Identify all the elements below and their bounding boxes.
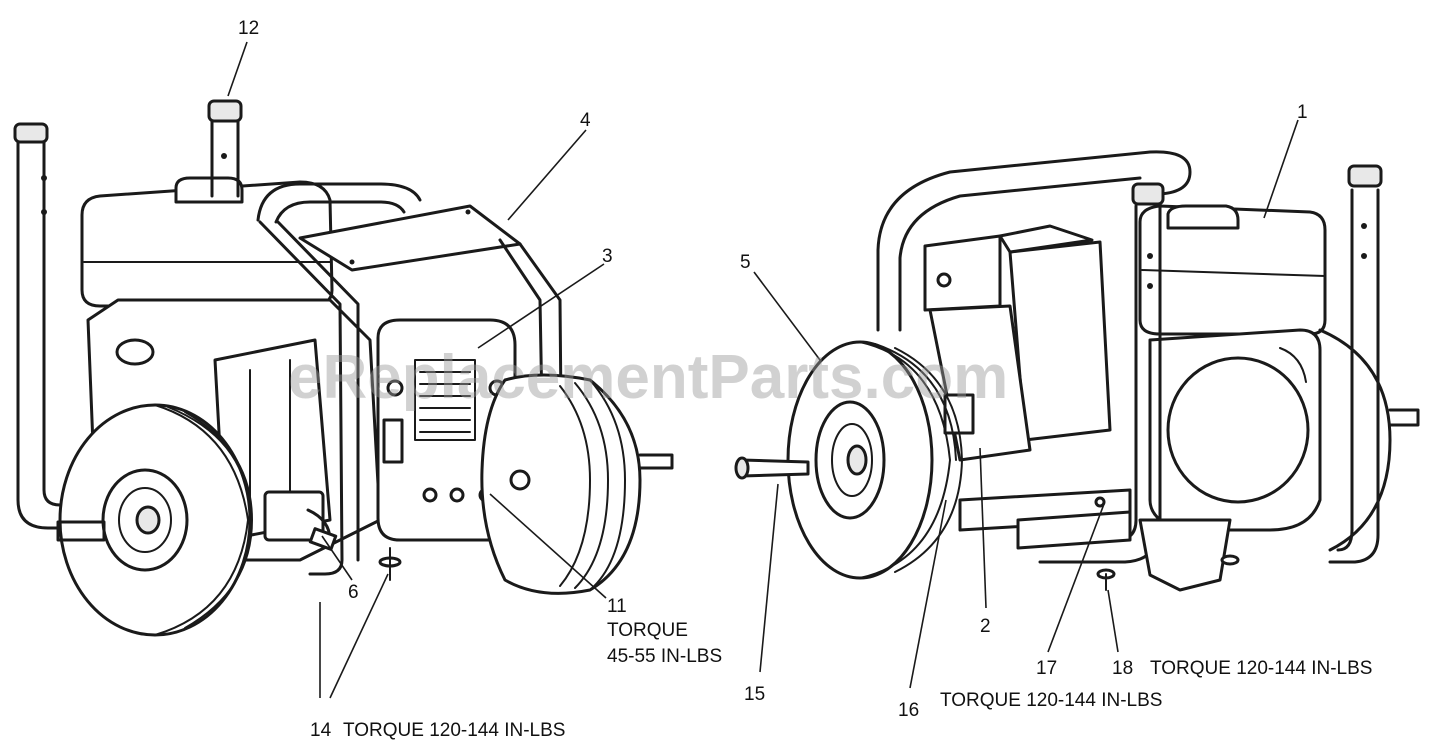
callout-3: 3 — [602, 246, 613, 267]
callout-14: 14 — [310, 720, 332, 741]
torque-note-11-line2: 45-55 IN-LBS — [607, 646, 722, 667]
left-top-post — [207, 99, 243, 198]
left-bracket-6 — [306, 508, 338, 551]
callout-4: 4 — [580, 110, 591, 131]
callout-labels: 12 4 3 5 1 6 11 14 15 16 2 17 18 — [238, 18, 1308, 741]
right-base-frame — [958, 488, 1232, 592]
callout-1: 1 — [1297, 102, 1308, 123]
torque-note-16: TORQUE 120-144 IN-LBS — [940, 690, 1162, 711]
right-engine-block — [923, 224, 1112, 462]
left-bolt-14 — [378, 547, 402, 581]
right-recoil-cover — [1148, 328, 1322, 532]
callout-12: 12 — [238, 18, 259, 39]
callout-6: 6 — [348, 582, 359, 603]
left-generator-assembly — [13, 99, 674, 637]
torque-note-18: TORQUE 120-144 IN-LBS — [1150, 658, 1372, 679]
left-front-wheel — [56, 403, 253, 637]
callout-17: 17 — [1036, 658, 1057, 679]
left-handle-post — [13, 122, 74, 530]
right-rear-wheel — [1318, 328, 1420, 552]
torque-note-11-line1: TORQUE — [607, 620, 688, 641]
callout-18: 18 — [1112, 658, 1133, 679]
right-fuel-tank — [1138, 204, 1327, 336]
callout-2: 2 — [980, 616, 991, 637]
right-front-wheel — [786, 340, 963, 580]
torque-notes: TORQUE 45-55 IN-LBS TORQUE 120-144 IN-LB… — [343, 620, 1372, 741]
right-bolt-18 — [1096, 554, 1240, 591]
left-top-cover — [298, 204, 522, 272]
leader-lines — [227, 41, 1299, 699]
right-generator-assembly — [734, 150, 1420, 592]
torque-note-14: TORQUE 120-144 IN-LBS — [343, 720, 565, 741]
right-frame-tube — [876, 150, 1192, 332]
callout-16: 16 — [898, 700, 919, 721]
callout-11: 11 — [607, 596, 627, 617]
right-axle-bolt-15 — [734, 456, 810, 480]
callout-15: 15 — [744, 684, 765, 705]
left-rear-wheel — [480, 373, 674, 595]
watermark-text: eReplacementParts.com — [288, 343, 1008, 412]
left-fuel-tank — [80, 176, 334, 308]
right-handle-post — [1328, 164, 1383, 564]
callout-5: 5 — [740, 252, 751, 273]
